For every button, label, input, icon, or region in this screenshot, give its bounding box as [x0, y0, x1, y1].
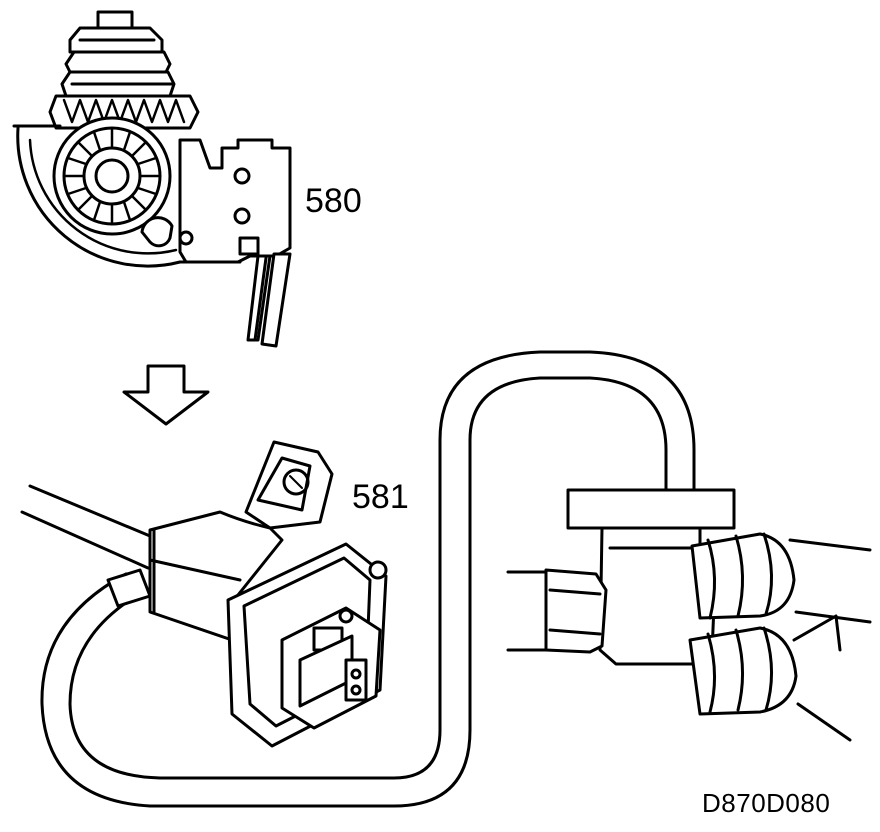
part-label-581: 581	[352, 478, 409, 516]
part-label-580: 580	[305, 182, 362, 220]
valve-block	[506, 488, 872, 742]
solenoid-valve-581	[20, 440, 388, 748]
motor-assembly-580	[12, 10, 292, 348]
figure-reference-code: D870D080	[702, 788, 831, 818]
vacuum-hose	[40, 350, 696, 808]
down-arrow-icon	[122, 364, 210, 426]
